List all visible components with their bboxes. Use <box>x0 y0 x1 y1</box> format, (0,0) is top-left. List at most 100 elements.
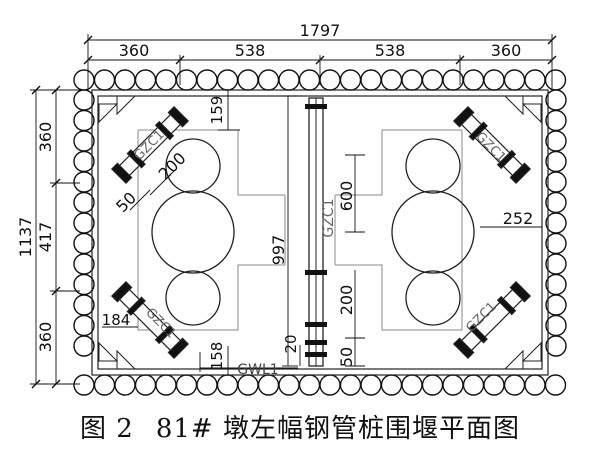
dim-50-upper: 50 <box>112 188 140 216</box>
pile-bottom-15 <box>380 374 403 396</box>
dim-184: 184 <box>102 311 131 329</box>
pile-bottom-23 <box>544 374 567 396</box>
dim-top-seg-2: 538 <box>235 41 266 60</box>
pile-bottom-8 <box>237 374 259 396</box>
pile-top-22 <box>524 69 546 91</box>
pile-bottom-21 <box>503 374 526 396</box>
dim-total-width: 1797 <box>300 21 341 40</box>
dim-left-seg-3: 360 <box>36 322 55 353</box>
bracket-ur-1 <box>521 103 542 124</box>
label-gzc1-upper-left: GZC1 <box>131 127 167 163</box>
dim-top-seg-4: 360 <box>491 41 522 60</box>
pile-left-0 <box>73 89 95 111</box>
pile-bottom-2 <box>114 374 136 396</box>
frame-lines <box>91 89 549 376</box>
figure-title: 81# 墩左幅钢管桩围堰平面图 <box>155 414 520 444</box>
pile-bottom-16 <box>401 374 423 396</box>
corner-strut-lower-left <box>110 280 190 360</box>
pile-bottom-18 <box>442 374 464 396</box>
pile-left-11 <box>73 314 95 337</box>
pile-bottom-10 <box>278 374 300 396</box>
pile-left-6 <box>73 212 95 234</box>
pile-right-9 <box>545 273 567 296</box>
dim-left-seg-2: 417 <box>36 222 55 253</box>
dim-50-lower: 50 <box>337 347 356 367</box>
pile-bottom-17 <box>421 374 444 396</box>
pile-top-6 <box>196 69 218 91</box>
dim-997: 997 <box>269 235 288 266</box>
dim-600: 600 <box>337 181 356 212</box>
pile-top-3 <box>134 69 157 91</box>
pile-left-10 <box>73 294 95 316</box>
pile-left-1 <box>73 109 95 132</box>
pile-top-16 <box>401 69 423 91</box>
left-top-pile <box>165 138 221 194</box>
bracket-ll-2 <box>116 349 137 370</box>
pile-bottom-5 <box>175 374 198 396</box>
dim-158: 158 <box>208 342 226 371</box>
bracket-ur-2 <box>503 95 524 116</box>
pile-top-2 <box>114 69 136 91</box>
pile-right-0 <box>545 89 567 111</box>
dimension-ticks <box>31 35 557 389</box>
dim-left-seg-1: 360 <box>36 122 55 153</box>
pile-bottom-3 <box>134 374 157 396</box>
pile-right-4 <box>545 171 567 193</box>
dim-total-height: 1137 <box>16 217 35 258</box>
dim-200-lower: 200 <box>337 285 356 316</box>
right-pile-group <box>391 138 475 326</box>
pile-bottom-6 <box>196 374 218 396</box>
pile-top-15 <box>380 69 403 91</box>
pile-top-8 <box>237 69 259 91</box>
pile-top-21 <box>503 69 526 91</box>
pile-top-14 <box>360 69 382 91</box>
pile-bottom-9 <box>257 374 280 396</box>
pile-right-6 <box>545 212 567 234</box>
pile-top-23 <box>544 69 567 91</box>
pile-right-2 <box>545 130 567 152</box>
corner-brackets <box>98 95 542 370</box>
pile-right-8 <box>545 253 567 275</box>
pile-top-5 <box>175 69 198 91</box>
cofferdam-plan-drawing: 1797 360 538 538 360 1137 360 417 360 15… <box>16 21 567 396</box>
pile-right-12 <box>545 335 567 357</box>
right-bottom-pile <box>405 270 461 326</box>
label-gwl1: GWL1 <box>237 362 278 378</box>
pile-left-3 <box>73 150 95 173</box>
inner-wale-frame <box>97 95 543 370</box>
bracket-lr-2 <box>503 349 524 370</box>
pile-bottom-4 <box>155 374 177 396</box>
pile-left-4 <box>73 171 95 193</box>
pile-top-11 <box>298 69 321 91</box>
pile-bottom-0 <box>73 374 95 396</box>
pile-left-5 <box>73 191 95 214</box>
pile-left-2 <box>73 130 95 152</box>
bracket-ul-1 <box>98 103 119 124</box>
pile-right-7 <box>545 232 567 255</box>
pile-top-17 <box>421 69 444 91</box>
label-gzc1-center: GZC1 <box>321 198 337 237</box>
dim-252: 252 <box>503 209 534 228</box>
pile-left-9 <box>73 273 95 296</box>
pile-bottom-1 <box>93 374 116 396</box>
pile-right-11 <box>545 314 567 337</box>
pile-bottom-11 <box>298 374 321 396</box>
pile-top-20 <box>483 69 505 91</box>
pile-right-10 <box>545 294 567 316</box>
pile-bottom-7 <box>216 374 239 396</box>
pile-top-4 <box>155 69 177 91</box>
outer-wale-frame <box>91 89 549 376</box>
figure-caption: 图 2 81# 墩左幅钢管桩围堰平面图 <box>0 408 600 445</box>
figure-number: 图 2 <box>80 414 134 444</box>
dim-159: 159 <box>208 96 226 125</box>
pile-top-12 <box>319 69 341 91</box>
pile-top-10 <box>278 69 300 91</box>
corner-strut-lower-right <box>452 280 532 360</box>
left-pile-group <box>151 138 235 326</box>
dim-20: 20 <box>282 334 300 353</box>
right-main-pier <box>391 190 475 274</box>
pile-top-19 <box>462 69 485 91</box>
pile-bottom-12 <box>319 374 341 396</box>
left-bottom-pile <box>165 270 221 326</box>
left-main-pier <box>151 190 235 274</box>
